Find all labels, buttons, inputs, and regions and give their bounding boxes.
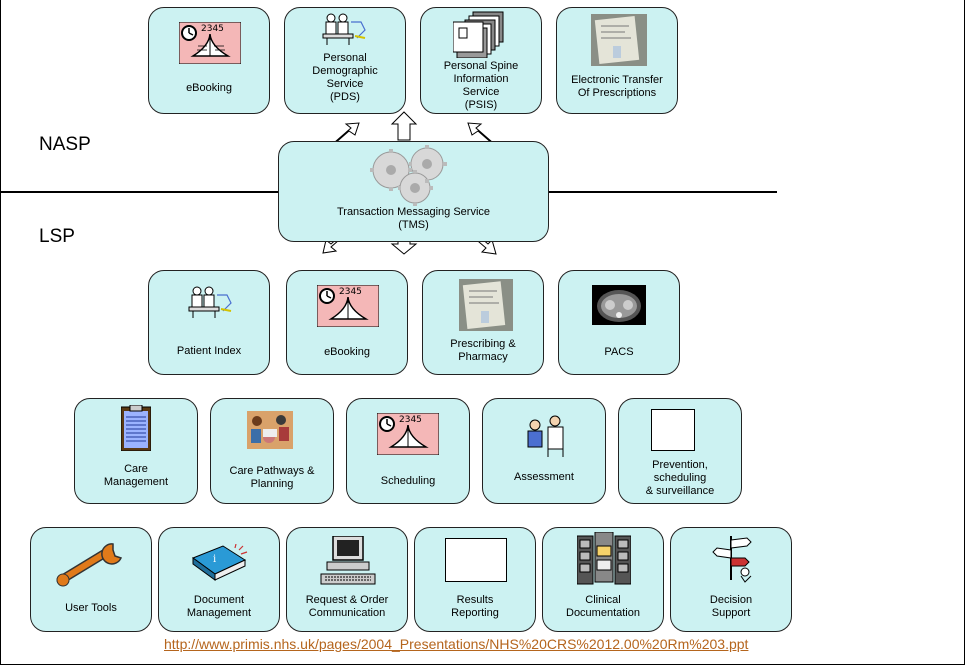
lsp-box-prescribing: Prescribing & Pharmacy (422, 270, 544, 375)
lsp-box-label: PACS (604, 346, 634, 358)
arrow-up-left (332, 122, 360, 146)
people-icon (322, 13, 366, 45)
prescription-photo-icon (591, 14, 647, 66)
blank-square-icon (445, 538, 507, 582)
lsp-box-scheduling: 2345 Scheduling (346, 398, 470, 504)
ct-scan-icon (592, 285, 646, 325)
prescription-photo-icon (459, 279, 513, 331)
arrow-down-center (390, 239, 418, 255)
svg-text:2345: 2345 (339, 287, 362, 297)
lsp-box-label: Care Management (103, 463, 169, 488)
signpost-icon (712, 536, 752, 583)
lsp-box-label: Assessment (514, 471, 574, 483)
lsp-box-label: Document Management (186, 594, 252, 619)
lsp-box-request-order: Request & Order Communication (286, 527, 408, 632)
lsp-box-label: Results Reporting (451, 594, 499, 619)
lsp-box-label: Decision Support (709, 594, 753, 619)
gears-icon (370, 145, 447, 206)
computer-icon (320, 536, 376, 585)
lsp-box-label: Care Pathways & Planning (229, 465, 315, 490)
lsp-box-assessment: Assessment (482, 398, 606, 504)
blank-square-icon (651, 409, 695, 451)
nasp-box-label: Personal Demographic Service (PDS) (312, 52, 378, 103)
filing-cabinet-icon (577, 532, 631, 585)
nasp-box-label: Personal Spine Information Service (PSIS… (443, 60, 519, 111)
lsp-box-label: User Tools (65, 602, 117, 614)
lsp-box-prevention: Prevention, scheduling & surveillance (618, 398, 742, 504)
ebooking-icon: 2345 (377, 413, 439, 455)
ebooking-icon: 2345 (179, 22, 241, 64)
lsp-box-pacs: PACS (558, 270, 680, 375)
nasp-box-pds: Personal Demographic Service (PDS) (284, 7, 406, 114)
lsp-box-clinical-documentation: Clinical Documentation (542, 527, 664, 632)
clipboard-icon (121, 405, 151, 451)
wrench-icon (56, 543, 123, 587)
nasp-box-etp: Electronic Transfer Of Prescriptions (556, 7, 678, 114)
lsp-box-label: eBooking (324, 346, 370, 358)
lsp-box-label: Clinical Documentation (566, 594, 640, 619)
svg-text:i: i (213, 554, 216, 565)
documents-icon (453, 11, 504, 58)
lsp-box-patient-index: Patient Index (148, 270, 270, 375)
lsp-box-care-pathways: Care Pathways & Planning (210, 398, 334, 504)
tms-label: Transaction Messaging Service (TMS) (336, 206, 491, 231)
lsp-box-document-management: i Document Management (158, 527, 280, 632)
nasp-box-psis: Personal Spine Information Service (PSIS… (420, 7, 542, 114)
lsp-box-label: Prescribing & Pharmacy (450, 338, 516, 363)
lsp-box-label: Scheduling (380, 475, 436, 487)
tms-box: Transaction Messaging Service (TMS) (278, 141, 549, 242)
lsp-box-label: Request & Order Communication (305, 594, 389, 619)
svg-text:2345: 2345 (201, 24, 224, 34)
ebooking-icon: 2345 (317, 285, 379, 327)
lsp-box-results-reporting: Results Reporting (414, 527, 536, 632)
book-icon: i (191, 544, 248, 581)
source-link[interactable]: http://www.primis.nhs.uk/pages/2004_Pres… (164, 636, 749, 652)
nasp-box-label: eBooking (186, 82, 232, 94)
lsp-section-label: LSP (39, 226, 75, 247)
people-icon (188, 286, 232, 318)
meeting-photo-icon (247, 411, 293, 449)
nasp-box-label: Electronic Transfer Of Prescriptions (571, 74, 663, 99)
lsp-box-label: Prevention, scheduling & surveillance (645, 459, 715, 497)
lsp-box-care-management: Care Management (74, 398, 198, 504)
arrow-up-center (390, 111, 418, 141)
lsp-box-user-tools: User Tools (30, 527, 152, 632)
doctor-patient-icon (527, 415, 564, 457)
arrow-up-right (467, 122, 495, 146)
svg-text:2345: 2345 (399, 415, 422, 425)
lsp-box-decision-support: Decision Support (670, 527, 792, 632)
nasp-section-label: NASP (39, 134, 91, 155)
lsp-box-label: Patient Index (176, 345, 242, 357)
lsp-box-ebooking: 2345 eBooking (286, 270, 408, 375)
nasp-box-ebooking: 2345 eBooking (148, 7, 270, 114)
